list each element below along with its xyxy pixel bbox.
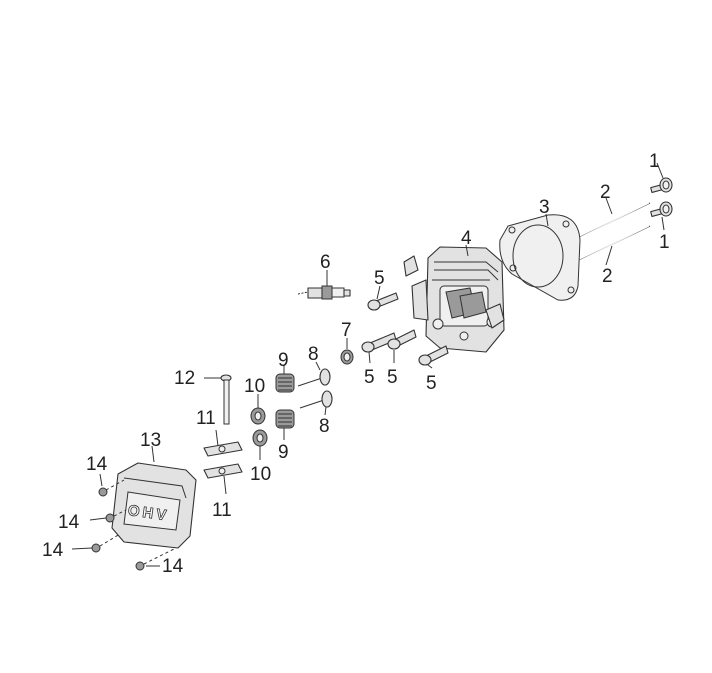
callout-13: 13 <box>140 430 161 451</box>
callout-8-bottom: 8 <box>319 416 330 437</box>
head-bolt-5-d <box>418 345 449 366</box>
bolt-1-bottom <box>650 201 673 218</box>
bolt-1-top <box>650 177 673 194</box>
callout-12: 12 <box>174 368 195 389</box>
callout-14-a: 14 <box>86 454 108 475</box>
callout-11-top: 11 <box>196 408 216 429</box>
cover-bolt-14-a <box>98 479 125 497</box>
cover-bolt-14-d <box>135 547 177 571</box>
valve-spring-9-top <box>275 373 295 393</box>
valve-8-bottom <box>299 390 333 409</box>
callout-5-d: 5 <box>426 373 437 394</box>
callout-5-b: 5 <box>364 367 375 388</box>
callout-1-top: 1 <box>649 151 660 172</box>
valve-8-top <box>297 368 331 387</box>
callout-4: 4 <box>461 228 472 249</box>
valve-stem-seal <box>340 349 354 365</box>
ohv-marking: OHV <box>127 502 170 525</box>
stud-2-top <box>573 202 651 241</box>
rocker-arm-11-bottom <box>203 463 243 479</box>
cylinder-head <box>403 246 505 353</box>
callout-9-top: 9 <box>278 350 289 371</box>
rocker-arm-11-top <box>203 441 243 457</box>
callout-14-d: 14 <box>162 556 184 577</box>
head-cover: OHV <box>111 462 197 549</box>
callout-14-c: 14 <box>42 540 64 561</box>
callout-10-bottom: 10 <box>250 464 271 485</box>
callout-7: 7 <box>341 320 352 341</box>
spring-retainer-10-bottom <box>252 429 268 447</box>
callout-3: 3 <box>539 197 550 218</box>
stud-2-bottom <box>575 225 651 263</box>
callout-2-bottom: 2 <box>602 266 613 287</box>
callout-6: 6 <box>320 252 331 273</box>
head-bolt-5-a <box>367 292 399 311</box>
callout-8-top: 8 <box>308 344 319 365</box>
spark-plug <box>297 285 351 300</box>
head-bolt-5-b <box>361 332 397 353</box>
callout-10-top: 10 <box>244 376 265 397</box>
callout-14-b: 14 <box>58 512 80 533</box>
head-bolt-5-c <box>387 329 417 350</box>
callout-labels: 1 1 2 2 3 4 5 5 5 5 6 7 8 8 9 9 10 10 11… <box>42 151 670 577</box>
head-gasket <box>499 214 581 301</box>
spring-retainer-10-top <box>250 407 266 425</box>
callout-9-bottom: 9 <box>278 442 289 463</box>
callout-5-c: 5 <box>387 367 398 388</box>
pushrod <box>220 374 232 425</box>
callout-2-top: 2 <box>600 182 611 203</box>
callout-11-bottom: 11 <box>212 500 232 521</box>
cover-bolt-14-c <box>91 533 121 553</box>
valve-spring-9-bottom <box>275 409 295 429</box>
callout-5-a: 5 <box>374 268 385 289</box>
callout-1-bottom: 1 <box>659 232 670 253</box>
